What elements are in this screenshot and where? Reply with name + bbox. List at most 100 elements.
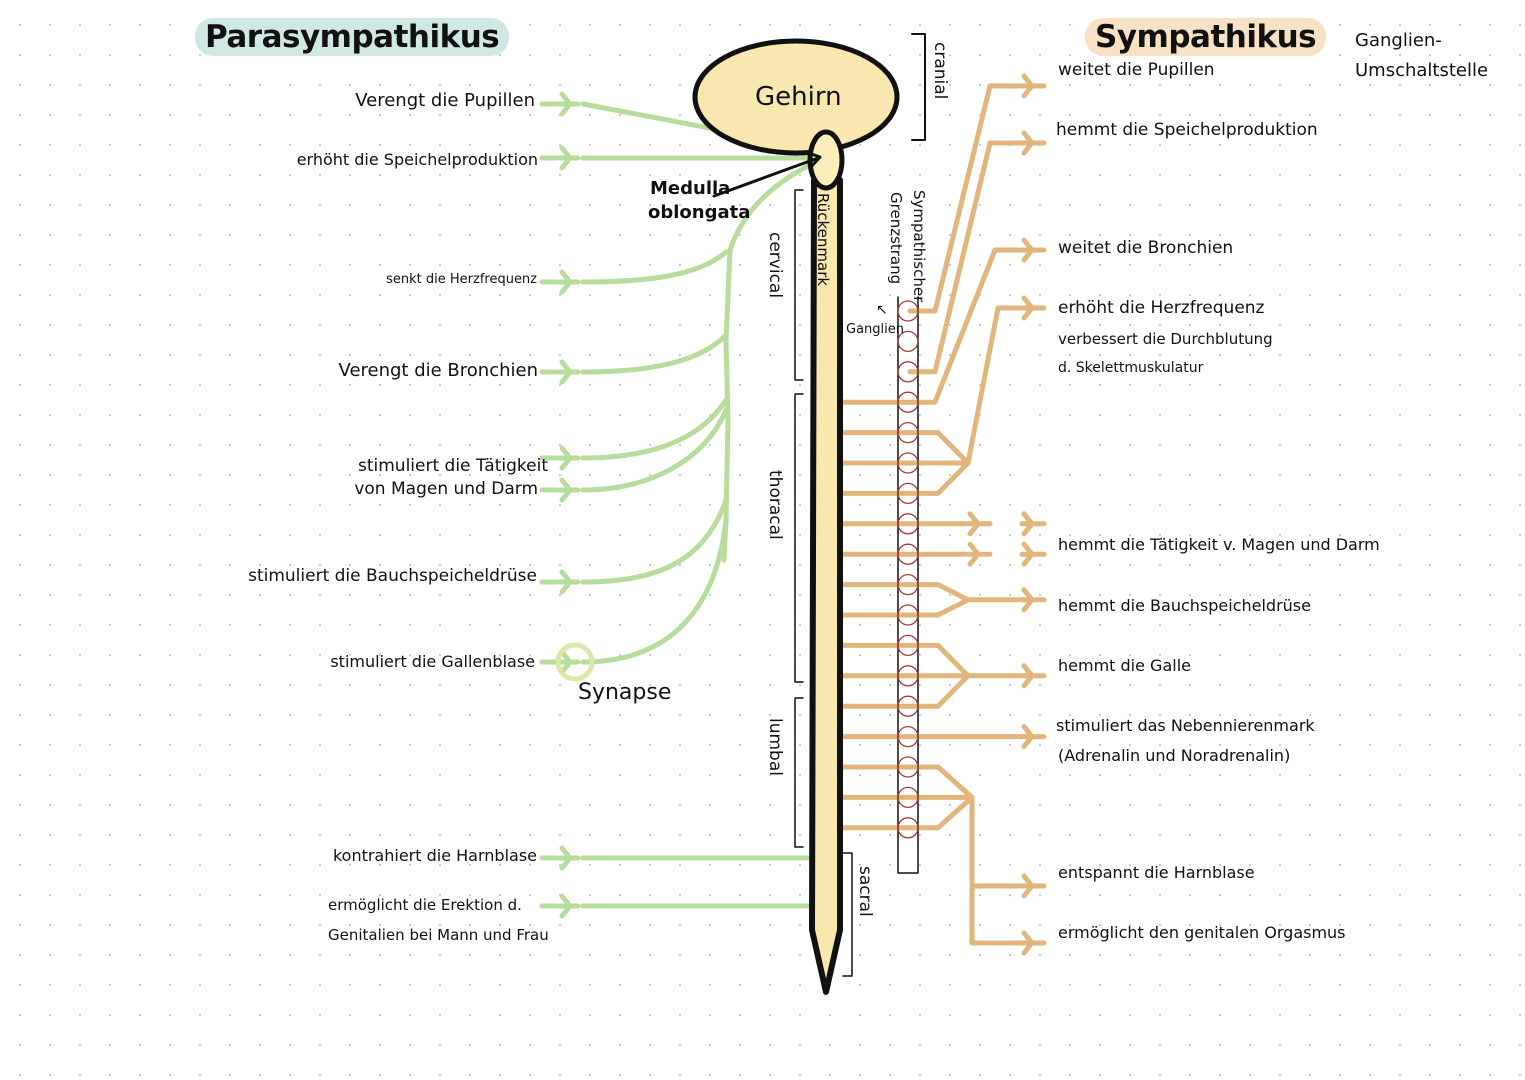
region-sacral: sacral — [855, 866, 875, 917]
region-lumbal: lumbal — [765, 718, 785, 776]
sym-effect-circulation: verbessert die Durchblutung — [1058, 330, 1273, 348]
para-effect-heart: senkt die Herzfrequenz — [386, 272, 537, 287]
bracket-lumbal — [794, 697, 804, 848]
para-synapse-saliva — [557, 145, 581, 171]
sym-effect-bladder: entspannt die Harnblase — [1058, 863, 1255, 882]
para-nerve-gallbladder — [580, 517, 729, 665]
para-effect-saliva: erhöht die Speichelproduktion — [296, 150, 538, 169]
ganglion-11 — [897, 604, 919, 626]
ganglion-8 — [897, 513, 919, 535]
para-effect-erection-line1: ermöglicht die Erektion d. — [328, 896, 522, 914]
synapse-label: Synapse — [578, 680, 672, 705]
sym-effect-pancreas: hemmt die Bauchspeicheldrüse — [1058, 596, 1311, 615]
medulla-label-line2: oblongata — [648, 202, 751, 223]
sym-synapse-bladder — [1019, 873, 1047, 899]
sym-effect-muscles: d. Skelettmuskulatur — [1058, 360, 1204, 376]
sym-synapse-heart — [1019, 295, 1047, 321]
spinal-cord-shape — [809, 177, 843, 995]
spinal-cord-label: Rückenmark — [814, 193, 832, 287]
bracket-thoracal — [794, 393, 804, 683]
ganglion-2 — [897, 330, 919, 353]
sym-effect-gall: hemmt die Galle — [1058, 656, 1191, 675]
sym-synapse-pupils — [1019, 73, 1047, 99]
medulla-label-line1: Medulla — [650, 178, 731, 199]
sym-nerve-lumbar-c — [827, 794, 975, 831]
ganglion-9 — [897, 543, 919, 565]
para-nerve-intestine — [580, 407, 729, 493]
ganglion-12 — [897, 634, 919, 657]
sym-nerve-lumbar-a — [827, 764, 975, 800]
para-effect-erection-line2: Genitalien bei Mann und Frau — [328, 926, 549, 944]
para-synapse-pupils — [557, 91, 581, 117]
para-synapse-gallbladder — [557, 649, 581, 675]
para-synapse-heart — [557, 269, 581, 295]
sympathetic-pathways — [827, 73, 1047, 956]
sym-synapse-gall — [1019, 663, 1047, 689]
sym-nerve-pupils — [907, 83, 1028, 314]
sym-ganglion-synapse-gut-2 — [965, 541, 993, 567]
medulla-pointer-arrowhead-icon — [804, 150, 822, 170]
ganglion-10 — [897, 573, 919, 596]
bracket-cranial — [911, 33, 926, 141]
ganglion-5 — [897, 421, 919, 444]
para-nerve-pancreas — [580, 497, 729, 585]
sympathetic-title: Sympathikus — [1085, 18, 1327, 56]
ganglion-15 — [897, 725, 919, 748]
sym-nerve-gall-a — [827, 642, 971, 679]
para-synapse-intestine — [557, 477, 581, 503]
sym-nerve-gall-c — [827, 673, 971, 709]
sym-nerve-pancreas-b — [827, 597, 971, 618]
sym-synapse-adrenal — [1019, 724, 1047, 750]
brain-shape — [692, 38, 900, 156]
para-nerve-heart — [580, 249, 729, 285]
para-synapse-bladder — [557, 845, 581, 871]
para-effect-gut-line2: von Magen und Darm — [354, 479, 538, 499]
region-cranial: cranial — [930, 42, 950, 100]
para-effect-pupils: Verengt die Pupillen — [355, 90, 535, 111]
ganglion-4 — [897, 391, 919, 413]
ganglion-13 — [897, 665, 919, 687]
sym-effect-pupils: weitet die Pupillen — [1058, 60, 1215, 80]
sym-nerve-pancreas-a — [827, 582, 1028, 603]
para-nerve-stomach — [580, 397, 729, 461]
sym-effect-gut: hemmt die Tätigkeit v. Magen und Darm — [1058, 535, 1380, 554]
ganglion-16 — [897, 756, 919, 778]
para-synapse-stomach — [557, 445, 581, 471]
ganglion-18 — [897, 817, 919, 839]
para-effect-bronchi: Verengt die Bronchien — [338, 360, 538, 381]
bracket-cervical — [794, 189, 804, 381]
ganglion-note-line1: Ganglien- — [1355, 30, 1442, 51]
sym-nerve-heart-c — [827, 460, 971, 496]
ganglion-note-line2: Umschaltstelle — [1355, 60, 1489, 81]
ganglion-14 — [897, 695, 919, 717]
sym-synapse-saliva — [1019, 130, 1047, 156]
brain-label: Gehirn — [755, 82, 842, 112]
sym-synapse-gut-2 — [1019, 541, 1047, 567]
para-effect-pancreas: stimuliert die Bauchspeicheldrüse — [248, 566, 537, 586]
sym-nerve-heart-a — [827, 430, 971, 466]
ganglion-6 — [897, 452, 919, 474]
sym-effect-adrenal-line2: (Adrenalin und Noradrenalin) — [1058, 746, 1291, 765]
medulla-pointer-line — [712, 156, 820, 198]
sym-effect-saliva: hemmt die Speichelproduktion — [1056, 120, 1318, 140]
parasympathetic-title: Parasympathikus — [195, 18, 510, 56]
sym-synapse-pancreas — [1019, 587, 1047, 613]
para-effect-gallbladder: stimuliert die Gallenblase — [330, 652, 535, 671]
ganglion-1 — [897, 300, 919, 322]
bracket-sacral — [842, 852, 853, 977]
ganglion-3 — [897, 361, 919, 383]
ganglia-arrow-icon: ↖ — [876, 302, 888, 318]
region-cervical: cervical — [765, 232, 785, 299]
sym-nerve-pelvic — [969, 794, 1028, 946]
sym-nerve-bronchi — [827, 247, 1028, 405]
sym-synapse-genitals — [1019, 930, 1047, 956]
sym-synapse-gut-1 — [1019, 511, 1047, 537]
sym-nerve-heart — [965, 305, 1028, 466]
sympathetic-trunk-label-line2: Grenzstrang — [887, 192, 905, 285]
region-thoracal: thoracal — [765, 470, 785, 540]
para-effect-bladder: kontrahiert die Harnblase — [332, 846, 537, 865]
synapse-highlight-circle — [555, 642, 595, 682]
sym-synapse-bronchi — [1019, 237, 1047, 263]
para-nerve-bronchi — [580, 332, 729, 375]
